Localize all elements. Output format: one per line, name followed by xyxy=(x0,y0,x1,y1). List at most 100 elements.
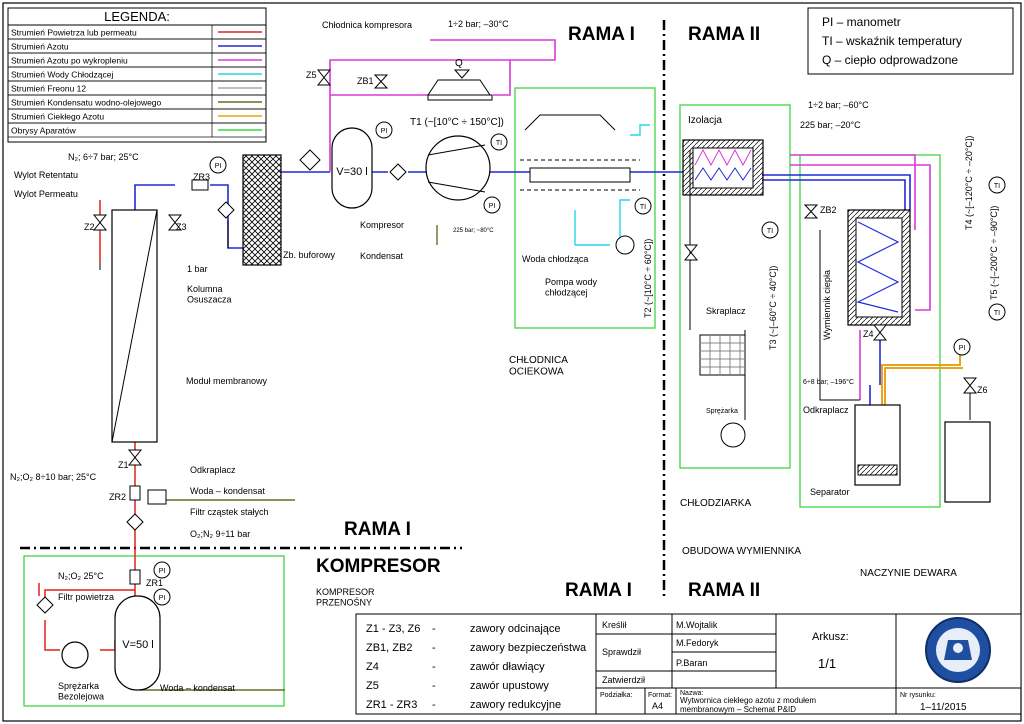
valve-legend-code: Z4 xyxy=(366,661,379,673)
label-sprezarka-small: Sprężarka xyxy=(706,408,738,415)
dewar-vessel xyxy=(944,421,991,503)
main-heat-exchanger xyxy=(847,209,911,326)
label-zr3: ZR3 xyxy=(193,172,210,182)
tb-nazwa: Nazwa: xyxy=(680,690,703,697)
valve-legend-sep: - xyxy=(432,699,436,711)
label-woda-kondensat2: Woda – kondensat xyxy=(160,683,235,693)
tb-sprawdzil-name1: M.Fedoryk xyxy=(676,638,719,648)
valve-legend-sep: - xyxy=(432,623,436,635)
label-zr1: ZR1 xyxy=(146,578,163,588)
label-t4: T4 (~[–120°C ÷ –20°C]) xyxy=(964,136,974,230)
legend-item-label: Strumień Wody Chłodzącej xyxy=(11,70,113,80)
legend-table: LEGENDA: Strumień Powietrza lub permeatu… xyxy=(7,7,267,143)
label-z6: Z6 xyxy=(977,385,988,395)
label-zb-buforowy: Zb. buforowy xyxy=(283,250,336,260)
drip-cooler-internals xyxy=(520,114,640,255)
label-modul: Moduł membranowy xyxy=(186,376,268,386)
tb-nr-rysunku-value: 1–11/2015 xyxy=(920,702,967,713)
tb-nr-rysunku: Nr rysunku: xyxy=(900,692,936,699)
outline-chlodziarka xyxy=(679,104,791,469)
frame-rama2-top: RAMA II xyxy=(688,24,760,45)
condensate-lines xyxy=(140,225,438,691)
label-p225-20: 225 bar; –20°C xyxy=(800,120,861,130)
valve-legend-sep: - xyxy=(432,642,436,654)
chlodziarka-internals xyxy=(682,139,764,448)
label-p68-196: 6÷8 bar; –196°C xyxy=(803,378,854,386)
pi-buffer: PI xyxy=(381,128,388,135)
valve-legend-desc: zawory redukcyjne xyxy=(470,699,561,711)
valve-legend-code: ZB1, ZB2 xyxy=(366,642,412,654)
label-chlodnica-kompresora: Chłodnica kompresora xyxy=(322,20,412,30)
legend-item-label: Strumień Kondensatu wodno-olejowego xyxy=(11,98,162,108)
tb-format-value: A4 xyxy=(652,701,663,711)
tb-format: Format: xyxy=(648,692,672,699)
label-o2n2-911: O₂;N₂ 9÷11 bar xyxy=(190,529,250,539)
label-n2o2-810: N₂;O₂ 8÷10 bar; 25°C xyxy=(10,472,97,482)
valve-legend-desc: zawór upustowy xyxy=(470,680,549,692)
pi-zr3: PI xyxy=(215,163,222,170)
liquefied-nitrogen-lines xyxy=(329,39,931,400)
separator-vessel xyxy=(854,404,901,486)
label-p225-80: 225 bar; ~80°C xyxy=(453,228,494,234)
frame-rama1-left: RAMA I xyxy=(344,519,411,540)
heat-exchanger-small xyxy=(217,149,407,219)
pi-tank: PI xyxy=(159,595,166,602)
symbols-legend: PI – manometr TI – wskaźnik temperatury … xyxy=(807,7,1014,75)
label-odkraplacz2: Odkraplacz xyxy=(803,405,849,415)
tb-arkusz-value: 1/1 xyxy=(818,656,836,671)
compressor-cooler xyxy=(427,69,493,101)
membrane-module xyxy=(111,209,158,443)
buffer-tank: V=30 l xyxy=(331,127,373,209)
label-zb2: ZB2 xyxy=(820,205,837,215)
particle-filter-symbol xyxy=(126,513,144,531)
frame-kompresor: KOMPRESOR xyxy=(316,556,441,577)
label-n2-67: N₂; 6÷7 bar; 25°C xyxy=(68,152,139,162)
label-z3: Z3 xyxy=(176,222,187,232)
label-wylot-retentatu: Wylot Retentatu xyxy=(14,170,78,180)
compressor xyxy=(425,135,491,201)
liquid-nitrogen-lines xyxy=(881,355,963,405)
symbol-pi-legend: PI – manometr xyxy=(822,15,901,29)
label-filtr-czastek: Filtr cząstek stałych xyxy=(190,507,269,517)
label-chlodziarka: CHŁODZIARKA xyxy=(680,498,751,509)
label-separator: Separator xyxy=(810,487,850,497)
ti-t4: TI xyxy=(994,183,1000,190)
frame-rama1-top: RAMA I xyxy=(568,24,635,45)
legend-item-label: Strumień Freonu 12 xyxy=(11,84,86,94)
tb-sprawdzil: Sprawdził xyxy=(602,647,641,657)
tb-sprawdzil-name2: P.Baran xyxy=(676,658,707,668)
tank-volume: V=50 l xyxy=(122,639,154,651)
legend-item-label: Strumień Powietrza lub permeatu xyxy=(11,28,137,38)
label-odkraplacz1: Odkraplacz xyxy=(190,465,236,475)
label-t2: T2 (~[10°C ÷ 60°C]) xyxy=(643,239,653,318)
tb-kreslil: Kreślił xyxy=(602,620,627,630)
cooling-water-lines xyxy=(574,124,650,246)
label-wylot-permeatu: Wylot Permeatu xyxy=(14,189,78,199)
outline-chlodnica-ociekowa xyxy=(514,87,656,329)
ti-compressor: TI xyxy=(496,140,502,147)
ti-t3: TI xyxy=(767,228,773,235)
label-zr2: ZR2 xyxy=(109,492,126,502)
logo-emblem xyxy=(925,617,991,683)
label-skraplacz: Skraplacz xyxy=(706,306,746,316)
valve-legend-code: Z5 xyxy=(366,680,379,692)
pi-z6: PI xyxy=(959,345,966,352)
buffer-volume: V=30 l xyxy=(336,166,368,178)
valve-legend-sep: - xyxy=(432,661,436,673)
pi-zr1: PI xyxy=(159,568,166,575)
dryer-column xyxy=(242,154,282,266)
legend-item-label: Strumień Ciekłego Azotu xyxy=(11,112,104,122)
legend-item-label: Strumień Azotu xyxy=(11,42,69,52)
legend-item-label: Strumień Azotu po wykropleniu xyxy=(11,56,128,66)
valve-legend-code: ZR1 - ZR3 xyxy=(366,699,417,711)
air-filter-symbol xyxy=(36,596,54,614)
label-z2: Z2 xyxy=(84,222,95,232)
label-wymiennik: Wymiennik ciepła xyxy=(822,270,832,340)
droplet-separator-symbol xyxy=(147,489,167,505)
frame-rama1-bottom: RAMA I xyxy=(565,580,632,601)
